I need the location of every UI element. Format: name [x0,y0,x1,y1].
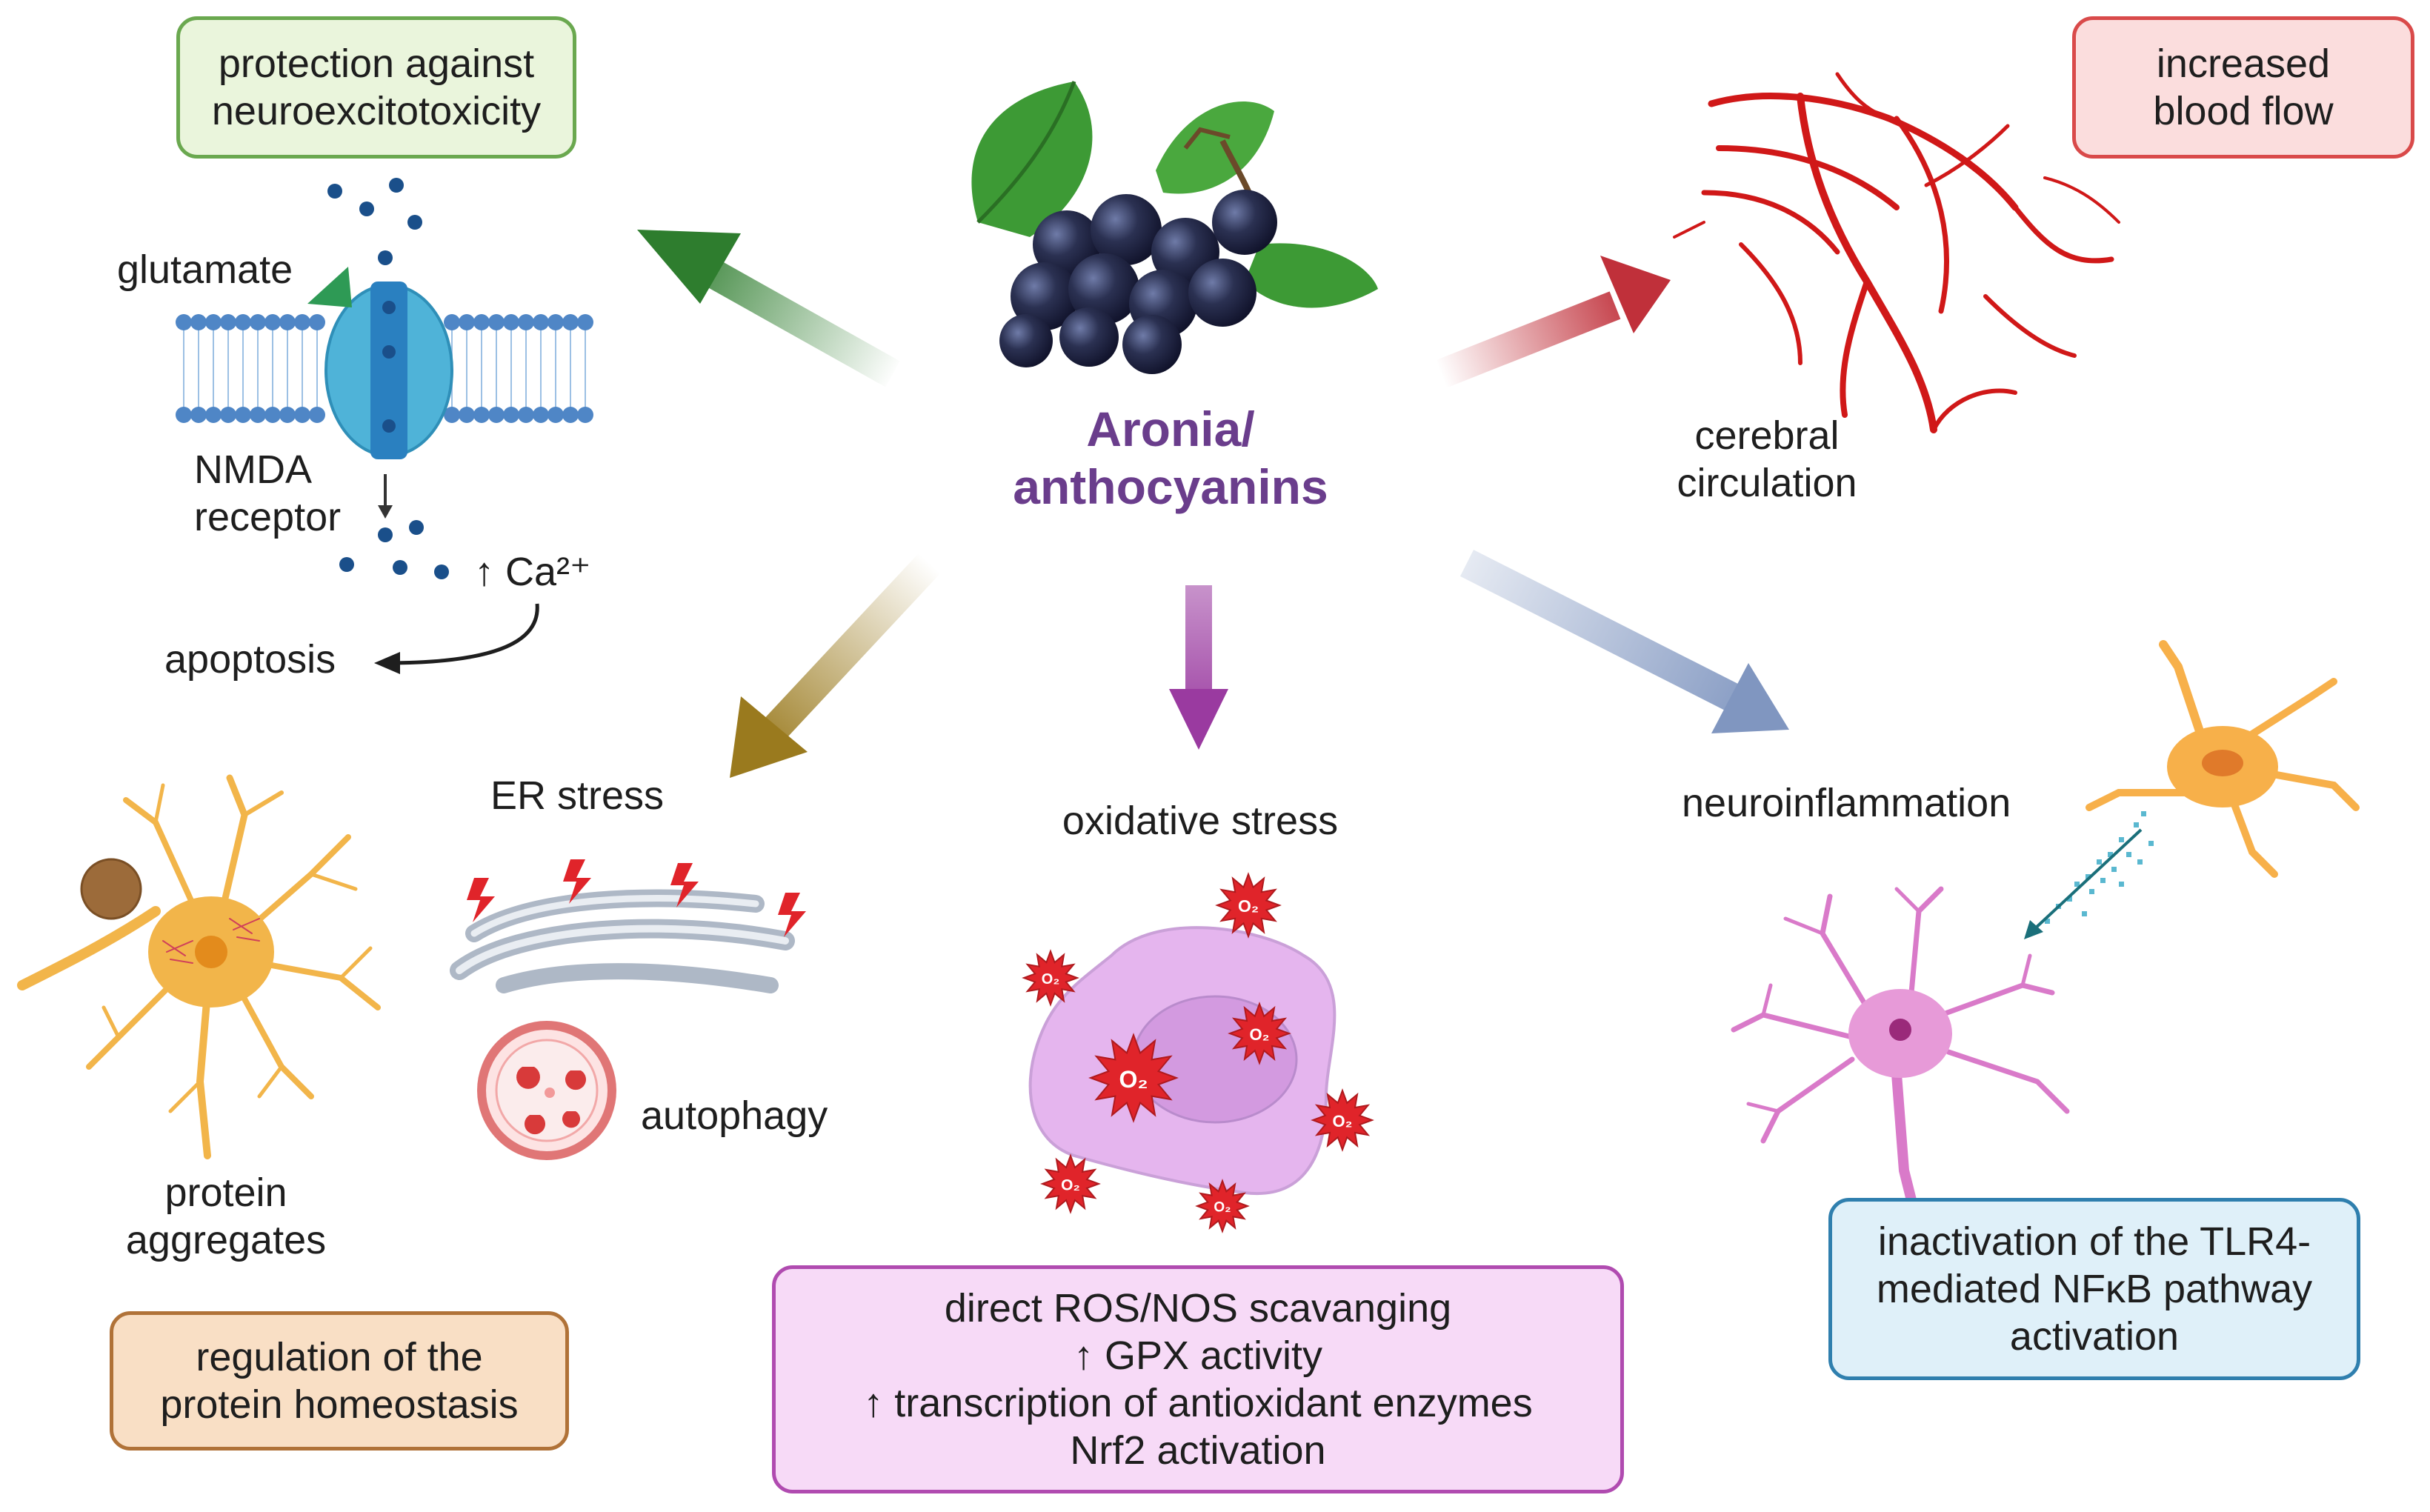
neuroinflammation-label: neuroinflammation [1682,781,2011,825]
superoxide-radical-label: O₂ [1061,1176,1080,1193]
protein-homeostasis-box-line2: protein homeostasis [160,1382,519,1427]
protein-aggregates-line2: aggregates [125,1218,327,1262]
neuroexcitotoxicity-box-line1: protection against [218,41,535,86]
protein-homeostasis-box: regulation of the protein homeostasis [110,1311,569,1451]
superoxide-radical: O₂ [1228,1002,1291,1065]
oxidative-box-line1: direct ROS/NOS scavanging [944,1286,1452,1331]
autophagy-vesicle [477,1021,616,1160]
microglia-neuron-illustration [1731,886,2070,1205]
nmda-label-line2: receptor [194,495,342,539]
cerebral-line1: cerebral [1694,413,1840,458]
oxidative-box-line3: ↑ transcription of antioxidant enzymes [863,1381,1533,1425]
arrow-to-er-stress [730,553,941,778]
center-title-line2: anthocyanins [1013,459,1328,514]
superoxide-radical-label: O₂ [1042,971,1059,988]
nmda-receptor-label: NMDA receptor [194,446,357,541]
center-title: Aronia/ anthocyanins [985,400,1356,516]
glutamate-label: glutamate [117,247,293,292]
autophagy-label: autophagy [641,1093,828,1138]
superoxide-radical: O₂ [1040,1153,1101,1214]
er-stress-label: ER stress [490,773,665,818]
er-stress-illustration [450,859,806,993]
superoxide-radical: O₂ [1022,949,1079,1007]
neuroexcitotoxicity-box: protection against neuroexcitotoxicity [176,16,576,159]
blood-flow-box-line2: blood flow [2153,89,2334,133]
arrow-to-neuroexcitotoxicity [637,230,900,387]
oxidative-box: direct ROS/NOS scavanging ↑ GPX activity… [772,1265,1624,1493]
calcium-label: ↑ Ca²⁺ [474,550,591,594]
berry-cluster [999,190,1277,374]
oxidative-box-line4: Nrf2 activation [1070,1428,1326,1473]
neuron-protein-aggregates-illustration [17,774,381,1159]
tlr4-box: inactivation of the TLR4- mediated NFκB … [1828,1198,2360,1380]
stress-bolts [467,859,806,937]
superoxide-radical: O₂ [1311,1088,1374,1152]
tlr4-box-line2: mediated NFκB pathway [1876,1267,2313,1311]
blood-flow-box: increased blood flow [2072,16,2414,159]
superoxide-radical-label: O₂ [1119,1066,1148,1093]
superoxide-radical: O₂ [1088,1033,1179,1123]
superoxide-radical-label: O₂ [1250,1025,1270,1044]
center-title-line1: Aronia/ [1086,402,1255,456]
superoxide-radical: O₂ [1215,872,1282,939]
lipid-bilayer [176,314,593,423]
superoxide-radicals: O₂ O₂ O₂ O₂ O₂ O₂ O₂ [1022,872,1374,1233]
protein-aggregates-label: protein aggregates [111,1169,341,1264]
calcium-dots [339,520,449,579]
arrow-to-neuroinflammation [1459,550,1789,733]
oxidative-cell-illustration [1028,926,1336,1196]
neuroexcitotoxicity-box-line2: neuroexcitotoxicity [211,89,542,133]
protein-aggregates-line1: protein [164,1170,287,1215]
aronia-berries-illustration [971,81,1378,374]
cytokine-signal [2024,811,2154,939]
superoxide-radical-label: O₂ [1333,1112,1353,1130]
blood-flow-box-line1: increased [2156,41,2331,86]
protein-homeostasis-box-line1: regulation of the [196,1335,483,1379]
nmda-membrane-illustration [176,178,593,674]
superoxide-radical-label: O₂ [1238,896,1259,916]
cerebral-circulation-label: cerebral circulation [1652,412,1882,507]
cerebral-vessels-illustration [1673,72,2120,433]
tlr4-box-line1: inactivation of the TLR4- [1877,1219,2311,1264]
apoptosis-label: apoptosis [164,637,336,682]
oxidative-stress-label: oxidative stress [1062,799,1339,843]
arrow-to-blood-flow [1435,256,1671,388]
astrocyte-illustration [2086,640,2360,878]
glutamate-dots [327,178,422,265]
nmda-label-line1: NMDA [194,447,312,492]
superoxide-radical: O₂ [1195,1179,1250,1233]
cerebral-line2: circulation [1677,461,1857,505]
oxidative-box-line2: ↑ GPX activity [1073,1333,1323,1378]
tlr4-box-line3: activation [2009,1314,2180,1359]
superoxide-radical-label: O₂ [1214,1199,1231,1215]
arrow-to-oxidative-stress [1169,585,1228,750]
